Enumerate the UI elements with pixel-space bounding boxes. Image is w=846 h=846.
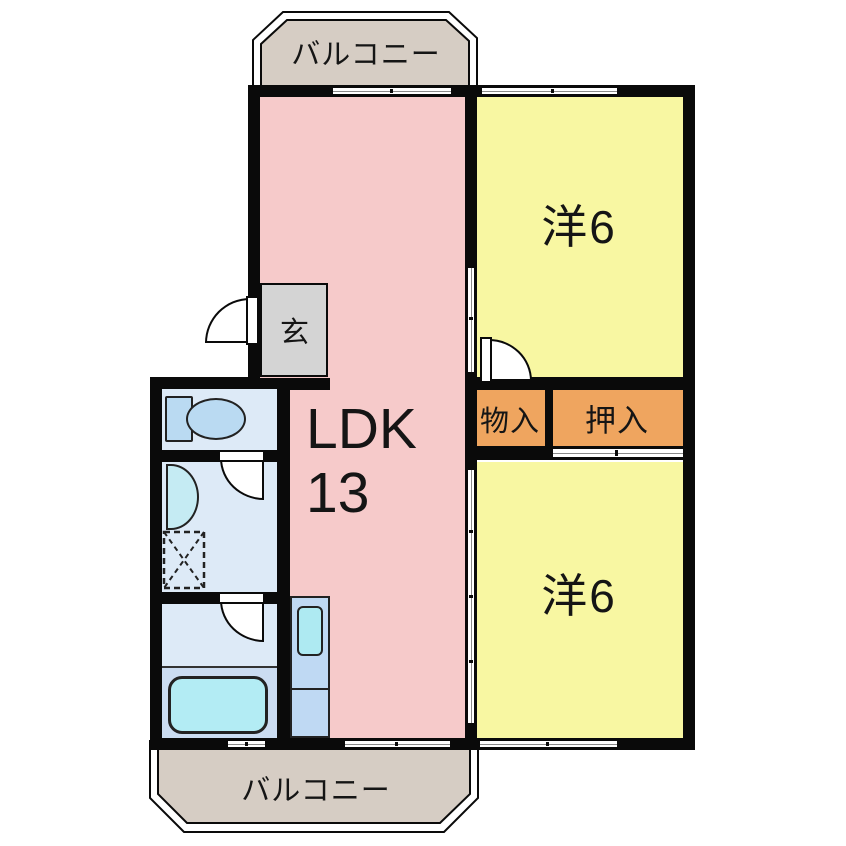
door-toilet-leaf xyxy=(218,450,265,462)
wall-wetblock-right xyxy=(277,377,290,750)
room-western-bottom xyxy=(477,462,683,738)
room-closet xyxy=(553,390,683,446)
window-glass-line xyxy=(471,268,472,372)
window-sash-tick xyxy=(395,742,398,746)
ldk-label: LDK 13 xyxy=(306,397,417,526)
slider-panel-tick xyxy=(469,530,473,533)
window-bottom-western xyxy=(480,738,617,750)
window-sash-tick xyxy=(615,450,618,456)
slider-closet-door xyxy=(553,446,683,460)
window-glass-line xyxy=(482,91,617,92)
window-top-ldk xyxy=(333,85,451,97)
slider-ldk-western-top xyxy=(465,268,477,372)
bathtub-icon xyxy=(168,676,268,734)
wall-left-lower xyxy=(150,377,162,750)
slider-panel-tick xyxy=(469,595,473,598)
storage-label: 物入 xyxy=(479,406,541,438)
window-glass-line xyxy=(553,453,683,454)
room-western-top xyxy=(477,97,683,377)
balcony-bottom-label: バルコニー xyxy=(241,775,391,807)
window-top-western xyxy=(482,85,617,97)
washing-machine-pan-icon xyxy=(162,530,206,590)
balcony-bottom-shape xyxy=(149,740,479,833)
room-entrance xyxy=(260,283,328,377)
balcony-top-shape xyxy=(252,11,478,94)
wall-right xyxy=(683,85,695,750)
window-sash-tick xyxy=(469,317,473,320)
closet-label: 押入 xyxy=(585,403,649,439)
room-storage xyxy=(477,390,545,446)
slider-panel-tick xyxy=(469,660,473,663)
western-top-label: 洋6 xyxy=(541,201,617,253)
ldk-size: 13 xyxy=(306,460,370,525)
window-sash-tick xyxy=(245,742,248,746)
wall-top xyxy=(248,85,695,97)
door-entrance-swing xyxy=(205,298,250,343)
window-bathroom xyxy=(228,738,265,750)
western-bottom-label: 洋6 xyxy=(541,570,617,622)
entrance-label: 玄 xyxy=(279,317,311,349)
door-washroom-leaf xyxy=(218,592,265,604)
toilet-bowl-icon xyxy=(186,398,246,440)
door-western-top-leaf xyxy=(480,337,492,383)
window-sash-tick xyxy=(546,742,549,746)
kitchen-sink-icon xyxy=(297,606,323,656)
door-entrance-leaf xyxy=(246,296,259,345)
window-sash-tick xyxy=(551,89,554,93)
kitchen-counter-divider xyxy=(290,688,330,690)
wall-storage-closet-divider xyxy=(545,390,553,446)
balcony-top-label: バルコニー xyxy=(291,39,441,71)
slider-ldk-western-bottom xyxy=(465,470,477,723)
ldk-name: LDK xyxy=(306,397,417,461)
window-sash-tick xyxy=(390,89,393,93)
window-bottom-ldk xyxy=(345,738,450,750)
